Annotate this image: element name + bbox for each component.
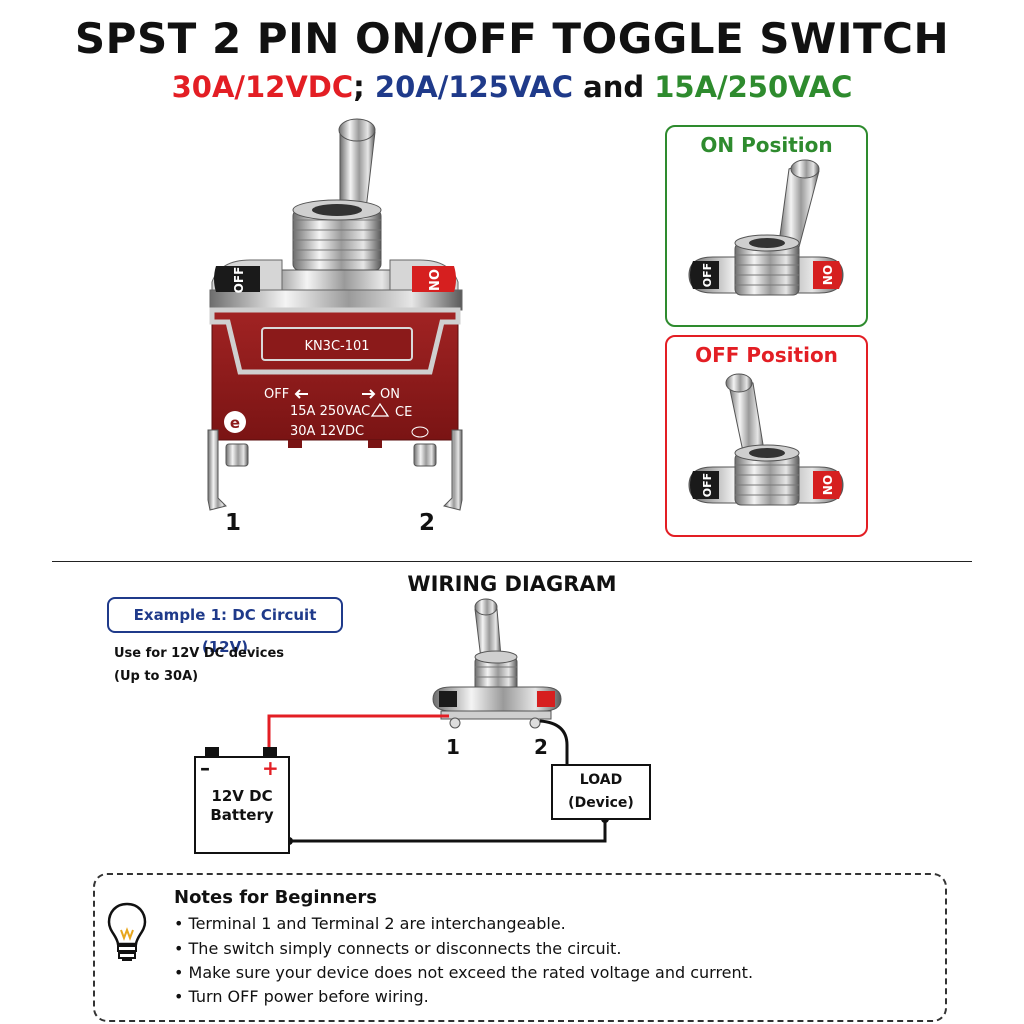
rating-dc: 30A/12VDC bbox=[171, 70, 354, 104]
threaded-bushing-icon bbox=[292, 199, 382, 271]
note-bullet: • bbox=[174, 987, 184, 1006]
rating-and: and bbox=[583, 70, 645, 104]
off-position-title: OFF Position bbox=[695, 343, 838, 367]
example-description-line1: Use for 12V DC devices bbox=[114, 646, 285, 661]
note-item: • Turn OFF power before wiring. bbox=[174, 987, 429, 1006]
note-text: Terminal 1 and Terminal 2 are interchang… bbox=[188, 914, 566, 933]
body-rating-dc: 30A 12VDC bbox=[290, 424, 364, 439]
terminal-1-icon bbox=[207, 429, 249, 511]
off-box-on-plate: ON bbox=[820, 475, 834, 495]
note-item: • Terminal 1 and Terminal 2 are intercha… bbox=[174, 914, 566, 933]
lightbulb-icon bbox=[107, 902, 147, 961]
section-divider bbox=[52, 561, 972, 562]
warning-triangle-icon bbox=[370, 402, 390, 417]
svg-text:e: e bbox=[230, 414, 240, 432]
on-position-box: ON Position OFF ON bbox=[665, 125, 868, 327]
note-text: Make sure your device does not exceed th… bbox=[188, 963, 754, 982]
positive-wire bbox=[267, 714, 449, 760]
note-text: The switch simply connects or disconnect… bbox=[188, 939, 622, 958]
rating-ac-125: 20A/125VAC bbox=[374, 70, 574, 104]
lever-handle-icon bbox=[338, 118, 376, 219]
battery-plus-sign: + bbox=[262, 756, 279, 780]
wiring-terminal-2-label: 2 bbox=[534, 735, 548, 759]
ce-mark-icon: CE bbox=[395, 405, 412, 420]
rating-ac-250: 15A/250VAC bbox=[654, 70, 853, 104]
example-badge: Example 1: DC Circuit (12V) bbox=[107, 597, 343, 656]
body-off-label: OFF bbox=[264, 387, 289, 402]
wiring-terminal-1-label: 1 bbox=[446, 735, 460, 759]
note-item: • The switch simply connects or disconne… bbox=[174, 939, 621, 958]
load-box bbox=[551, 764, 651, 820]
notes-title: Notes for Beginners bbox=[174, 887, 377, 908]
off-position-switch-icon: OFF ON bbox=[688, 373, 844, 506]
battery-icon bbox=[194, 756, 290, 854]
note-text: Turn OFF power before wiring. bbox=[188, 987, 429, 1006]
note-bullet: • bbox=[174, 914, 184, 933]
left-arrow-icon bbox=[294, 389, 308, 399]
on-box-off-plate: OFF bbox=[701, 263, 714, 287]
body-rating-ac: 15A 250VAC bbox=[290, 404, 370, 419]
load-label-line2: (Device) bbox=[568, 795, 634, 811]
rating-separator: ; bbox=[353, 70, 365, 104]
note-item: • Make sure your device does not exceed … bbox=[174, 963, 753, 982]
cap-off-text: OFF bbox=[232, 267, 246, 294]
wiring-switch-icon bbox=[432, 598, 562, 729]
right-arrow-icon bbox=[362, 389, 376, 399]
wiring-diagram bbox=[194, 598, 651, 854]
page-title: SPST 2 PIN ON/OFF TOGGLE SWITCH bbox=[74, 14, 950, 63]
wiring-diagram-title: WIRING DIAGRAM bbox=[407, 572, 617, 596]
notes-box bbox=[93, 873, 947, 1022]
example-description-line2: (Up to 30A) bbox=[114, 669, 199, 684]
note-bullet: • bbox=[174, 939, 184, 958]
off-box-off-plate: OFF bbox=[701, 473, 714, 497]
cap-on-text: ON bbox=[425, 269, 440, 291]
page-subtitle: 30A/12VDC; 20A/125VAC and 15A/250VAC bbox=[0, 70, 1024, 104]
on-position-switch-icon: OFF ON bbox=[688, 159, 844, 296]
battery-label-line1: 12V DC bbox=[211, 787, 273, 805]
return-wire bbox=[289, 817, 607, 843]
body-on-label: ON bbox=[380, 387, 400, 402]
ccc-mark-icon bbox=[411, 426, 429, 438]
switch-to-load-wire bbox=[539, 719, 569, 765]
on-position-title: ON Position bbox=[700, 133, 833, 157]
battery-label-line2: Battery bbox=[210, 806, 274, 824]
main-switch-illustration: OFF ON KN3C-101 OFF ON e 15A 250VAC CE 3… bbox=[207, 118, 463, 511]
terminal-2-icon bbox=[413, 429, 463, 511]
terminal-2-label: 2 bbox=[419, 510, 436, 536]
load-label-line1: LOAD bbox=[579, 772, 623, 788]
model-number: KN3C-101 bbox=[304, 339, 369, 354]
note-bullet: • bbox=[174, 963, 184, 982]
terminal-1-label: 1 bbox=[225, 510, 242, 536]
battery-minus-sign: – bbox=[200, 756, 210, 780]
off-position-box: OFF Position OFF ON bbox=[665, 335, 868, 537]
e-mark-icon: e bbox=[224, 411, 246, 433]
on-box-on-plate: ON bbox=[820, 265, 834, 285]
